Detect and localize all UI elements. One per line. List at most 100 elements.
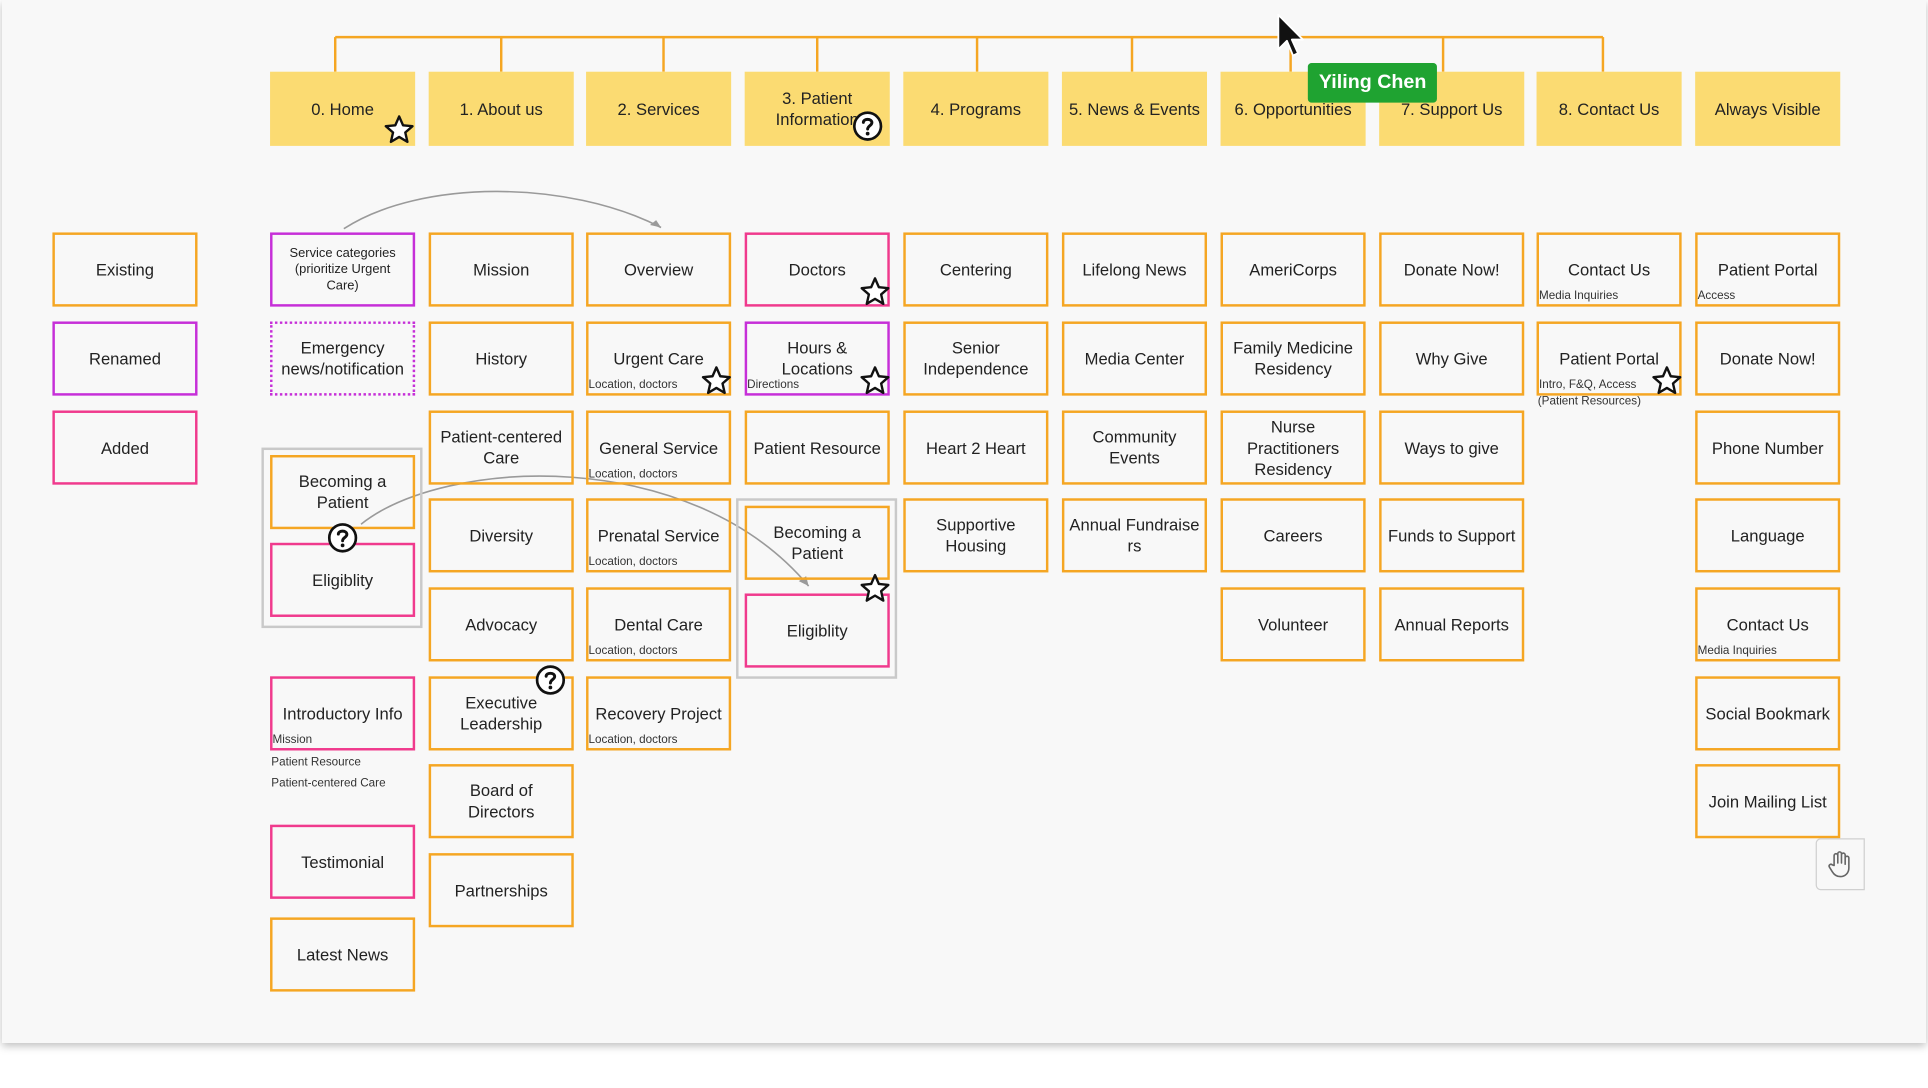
card-note: Location, doctors [588,733,678,747]
header-about[interactable]: 1. About us [428,71,574,146]
question-icon[interactable] [327,522,359,554]
question-icon[interactable] [534,664,566,696]
card-family-medicine-residency[interactable]: Family Medicine Residency [1220,321,1366,396]
card-patient-portal-always[interactable]: Patient Portal Access [1695,232,1841,307]
card-doctors[interactable]: Doctors [744,232,890,307]
card-careers[interactable]: Careers [1220,498,1366,573]
note-patient-centered-care: Patient-centered Care [271,776,386,791]
card-becoming-a-patient-info[interactable]: Becoming a Patient [744,505,890,580]
card-americorps[interactable]: AmeriCorps [1220,232,1366,307]
header-services[interactable]: 2. Services [586,71,732,146]
card-annual-fundraisers[interactable]: Annual Fundraise rs [1061,498,1208,573]
header-contact-us[interactable]: 8. Contact Us [1536,71,1682,146]
card-diversity[interactable]: Diversity [428,498,574,573]
card-senior-independence[interactable]: Senior Independence [903,321,1049,396]
card-annual-reports[interactable]: Annual Reports [1379,587,1525,662]
card-note: Location, doctors [588,555,678,569]
card-becoming-a-patient[interactable]: Becoming a Patient [270,454,416,530]
card-contact-us-always[interactable]: Contact Us Media Inquiries [1695,587,1841,662]
card-why-give[interactable]: Why Give [1379,321,1525,396]
legend-added[interactable]: Added [52,410,198,485]
card-introductory-info[interactable]: Introductory Info Mission [270,676,416,751]
card-volunteer[interactable]: Volunteer [1220,587,1366,662]
collaborator-name-tag: Yiling Chen [1307,63,1438,103]
card-eligiblity-info[interactable]: Eligiblity [744,593,890,668]
card-board-of-directors[interactable]: Board of Directors [428,764,574,839]
card-note: Directions [747,378,800,392]
card-overview[interactable]: Overview [586,232,732,307]
note-patient-resources: (Patient Resources) [1537,394,1641,409]
hand-tool-button[interactable] [1815,838,1865,891]
card-latest-news[interactable]: Latest News [270,917,416,992]
star-icon[interactable] [1651,365,1683,397]
card-partnerships[interactable]: Partnerships [428,853,574,928]
legend-existing[interactable]: Existing [52,232,198,307]
connector-lines [333,35,1605,587]
card-testimonial[interactable]: Testimonial [270,824,416,899]
star-icon[interactable] [700,365,732,397]
card-mission[interactable]: Mission [428,232,574,307]
card-hours-locations[interactable]: Hours & Locations Directions [744,321,890,396]
card-note: Location, doctors [588,378,678,392]
card-heart-2-heart[interactable]: Heart 2 Heart [903,410,1049,485]
card-media-center[interactable]: Media Center [1061,321,1208,396]
cursor-arrow-icon [1277,13,1304,57]
header-home[interactable]: 0. Home [270,71,416,146]
header-programs[interactable]: 4. Programs [903,71,1049,146]
card-note: Location, doctors [588,467,678,481]
star-icon[interactable] [383,114,415,146]
card-note: Access [1697,289,1736,303]
card-recovery-project[interactable]: Recovery Project Location, doctors [586,676,732,751]
card-dental-care[interactable]: Dental Care Location, doctors [586,587,732,662]
group-becoming-patient-info [736,498,898,679]
card-patient-resource[interactable]: Patient Resource [744,410,890,485]
card-note: Location, doctors [588,644,678,658]
star-icon[interactable] [859,276,891,308]
note-patient-resource: Patient Resource [271,755,361,770]
card-language[interactable]: Language [1695,498,1841,573]
card-join-mailing-list[interactable]: Join Mailing List [1695,764,1841,839]
card-note: Media Inquiries [1539,289,1619,303]
card-lifelong-news[interactable]: Lifelong News [1061,232,1208,307]
card-emergency-news[interactable]: Emergency news/notification [270,321,416,396]
card-funds-to-support[interactable]: Funds to Support [1379,498,1525,573]
card-label: Introductory Info [282,704,403,723]
card-phone-number[interactable]: Phone Number [1695,410,1841,485]
card-urgent-care[interactable]: Urgent Care Location, doctors [586,321,732,396]
card-social-bookmark[interactable]: Social Bookmark [1695,676,1841,751]
card-executive-leadership[interactable]: Executive Leadership [428,676,574,751]
card-prenatal-service[interactable]: Prenatal Service Location, doctors [586,498,732,573]
card-general-service[interactable]: General Service Location, doctors [586,410,732,485]
card-label: Recovery Project [595,704,722,723]
star-icon[interactable] [859,572,891,604]
legend-renamed[interactable]: Renamed [52,321,198,396]
card-advocacy[interactable]: Advocacy [428,587,574,662]
whiteboard-canvas[interactable]: 0. Home 1. About us 2. Services 3. Patie… [2,0,1926,1043]
card-service-categories[interactable]: Service categories (prioritize Urgent Ca… [270,232,416,307]
card-label: Contact Us [1568,260,1651,279]
card-note: Intro, F&Q, Access [1539,378,1637,392]
card-label: Hours & Locations [781,338,853,379]
card-label: Dental Care [614,615,703,634]
header-news-events[interactable]: 5. News & Events [1061,71,1208,146]
card-donate-now-always[interactable]: Donate Now! [1695,321,1841,396]
header-always-visible[interactable]: Always Visible [1695,71,1841,146]
card-label: Patient Portal [1559,349,1659,368]
card-label: Contact Us [1726,615,1809,634]
card-donate-now[interactable]: Donate Now! [1379,232,1525,307]
card-note: Media Inquiries [1697,644,1777,658]
question-icon[interactable] [852,110,884,142]
card-note: Mission [272,733,313,747]
card-history[interactable]: History [428,321,574,396]
card-contact-us[interactable]: Contact Us Media Inquiries [1536,232,1682,307]
card-centering[interactable]: Centering [903,232,1049,307]
card-ways-to-give[interactable]: Ways to give [1379,410,1525,485]
card-patient-centered-care[interactable]: Patient-centered Care [428,410,574,485]
card-patient-portal[interactable]: Patient Portal Intro, F&Q, Access [1536,321,1682,396]
card-supportive-housing[interactable]: Supportive Housing [903,498,1049,573]
star-icon[interactable] [859,365,891,397]
card-label: General Service [599,438,719,457]
card-nurse-practitioners-residency[interactable]: Nurse Practitioners Residency [1220,410,1366,485]
card-label: Prenatal Service [597,526,720,545]
card-community-events[interactable]: Community Events [1061,410,1208,485]
